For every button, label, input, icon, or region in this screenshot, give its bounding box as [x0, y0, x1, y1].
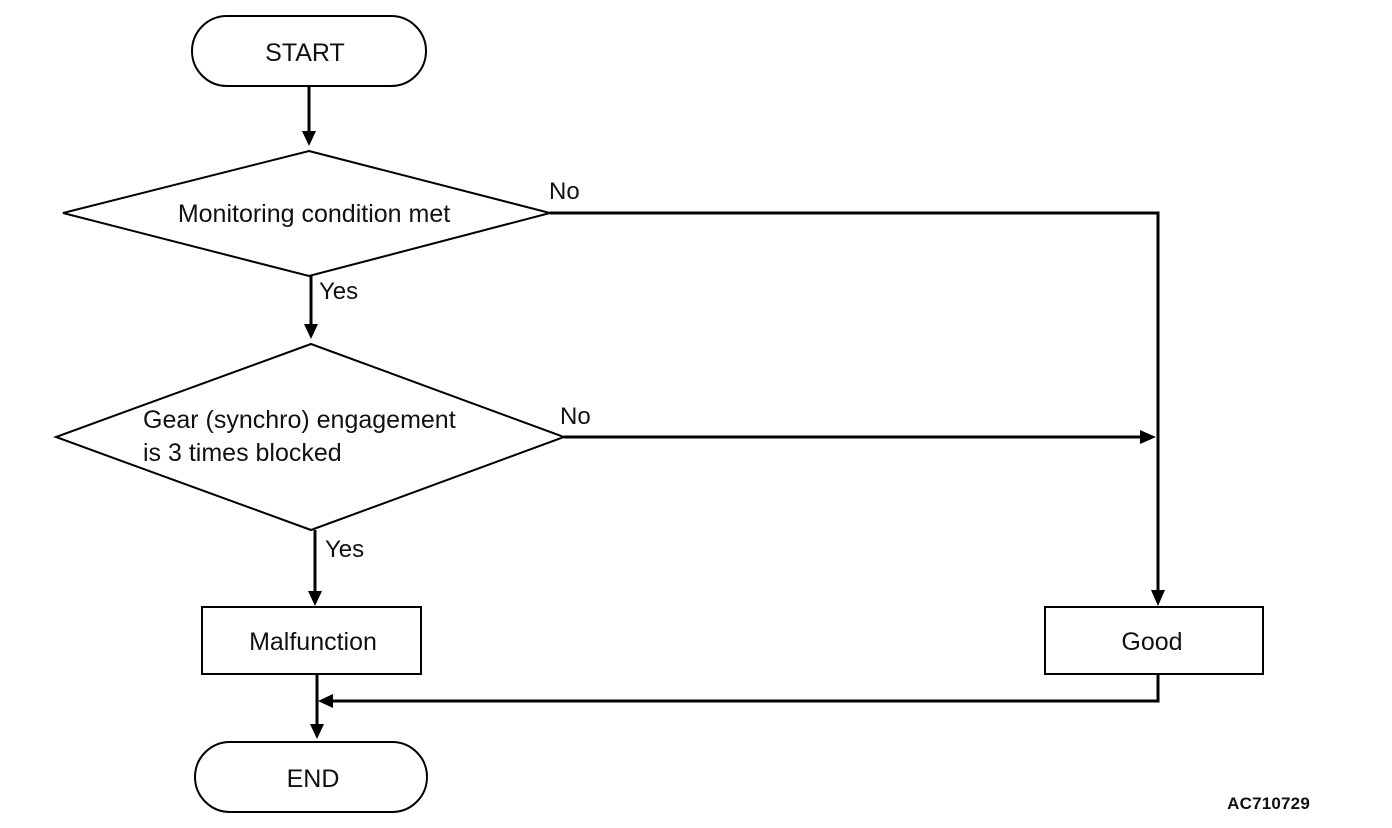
start-label: START [265, 39, 345, 67]
connector-decision-1-no-to-good [550, 211, 1165, 606]
figure-code: AC710729 [1227, 794, 1310, 813]
decision-1-label: Monitoring condition met [178, 200, 450, 228]
decision-1-yes-label: Yes [319, 278, 358, 305]
connector-decision-2-no-to-good [564, 430, 1156, 444]
connector-start-to-decision-1 [302, 86, 316, 146]
decision-2-label-line-2: is 3 times blocked [143, 439, 342, 467]
decision-1-no-label: No [549, 178, 580, 205]
end-terminal: END [194, 741, 428, 813]
good-label: Good [1121, 628, 1182, 656]
connector-decision-1-yes-to-decision-2 [304, 276, 318, 339]
malfunction-box: Malfunction [201, 606, 422, 675]
malfunction-label: Malfunction [249, 628, 377, 656]
start-terminal: START [191, 15, 427, 87]
good-box: Good [1044, 606, 1264, 675]
decision-2-no-label: No [560, 403, 591, 430]
end-label: END [287, 765, 340, 793]
connector-good-to-end [318, 674, 1160, 708]
decision-2-label-line-1: Gear (synchro) engagement [143, 406, 456, 434]
connector-malfunction-to-end [310, 674, 324, 739]
decision-gear-engagement-blocked: Gear (synchro) engagement is 3 times blo… [53, 342, 567, 532]
decision-2-yes-label: Yes [325, 536, 364, 563]
decision-monitoring-condition: Monitoring condition met [62, 149, 554, 278]
connector-decision-2-yes-to-malfunction [308, 530, 322, 606]
